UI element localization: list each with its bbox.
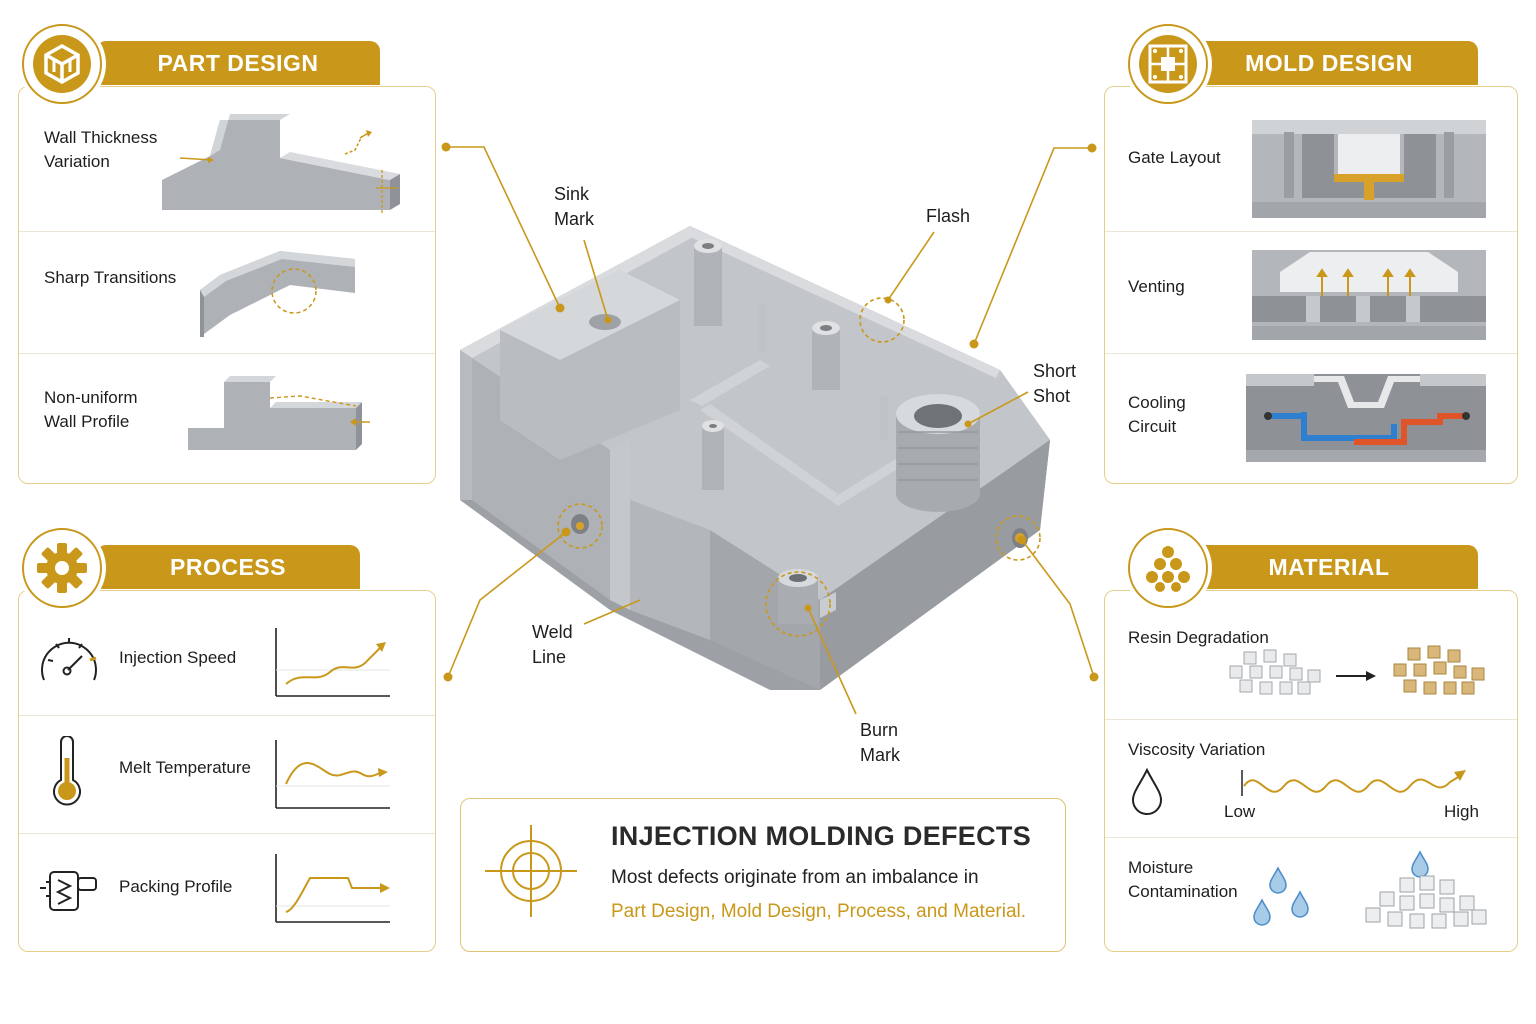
part-design-banner: PART DESIGN: [96, 41, 380, 85]
cooling-circuit-label: Cooling Circuit: [1128, 393, 1186, 436]
wet-pellets: [1365, 850, 1487, 929]
viscosity-variation-label: Viscosity Variation: [1128, 740, 1266, 759]
melt-temperature-graph: [275, 740, 390, 809]
cube-icon: [22, 24, 102, 104]
venting-illustration: [1252, 250, 1486, 340]
target-icon: [485, 825, 577, 917]
droplet-icon: [1131, 767, 1163, 815]
short-shot-label: Short Shot: [1033, 361, 1077, 406]
gate-layout-label: Gate Layout: [1128, 148, 1221, 167]
water-drops-icon: [1253, 866, 1309, 926]
resin-degradation-label: Resin Degradation: [1128, 628, 1269, 647]
melt-temperature-label: Melt Temperature: [119, 758, 251, 777]
sharp-transitions-label: Sharp Transitions: [44, 268, 177, 287]
weld-line-label: Weld Line: [532, 622, 573, 667]
wall-thickness-illustration: [162, 114, 400, 214]
viscosity-high-label: High: [1444, 802, 1479, 821]
wall-thickness-label: Wall Thickness Variation: [44, 128, 158, 171]
resin-pellets-degraded: [1393, 645, 1485, 695]
viscosity-low-label: Low: [1224, 802, 1256, 821]
arrow-right-icon: [1336, 671, 1376, 681]
cooling-circuit-illustration: [1246, 374, 1486, 462]
resin-pellets-fresh: [1229, 649, 1321, 695]
mold-block-icon: [1128, 24, 1208, 104]
summary-title: INJECTION MOLDING DEFECTS: [611, 821, 1032, 851]
mold-design-banner: MOLD DESIGN: [1180, 41, 1478, 85]
gate-layout-illustration: [1252, 120, 1486, 218]
packing-profile-graph: [275, 854, 390, 923]
non-uniform-wall-label: Non-uniform Wall Profile: [44, 388, 138, 431]
venting-label: Venting: [1128, 277, 1185, 296]
gauge-icon: [41, 638, 97, 681]
flash-label: Flash: [926, 206, 971, 226]
summary-line-1: Most defects originate from an imbalance…: [611, 867, 979, 888]
process-banner: PROCESS: [96, 545, 360, 589]
burn-mark-label: Burn Mark: [860, 720, 900, 765]
material-banner: MATERIAL: [1180, 545, 1478, 589]
summary-line-2: Part Design, Mold Design, Process, and M…: [611, 901, 1027, 922]
injection-speed-graph: [275, 628, 390, 697]
summary-box: INJECTION MOLDING DEFECTS Most defects o…: [460, 798, 1066, 952]
injection-speed-label: Injection Speed: [119, 648, 237, 667]
viscosity-wave: [1241, 770, 1466, 796]
non-uniform-wall-illustration: [188, 376, 370, 450]
sink-mark-label: Sink Mark: [554, 184, 594, 229]
pressure-valve-icon: [40, 871, 97, 911]
pellets-icon: [1128, 528, 1208, 608]
thermometer-icon: [53, 736, 81, 806]
packing-profile-label: Packing Profile: [119, 877, 233, 896]
gear-icon: [22, 528, 102, 608]
moisture-contamination-label: Moisture Contamination: [1128, 858, 1238, 901]
sharp-transitions-illustration: [200, 251, 355, 337]
